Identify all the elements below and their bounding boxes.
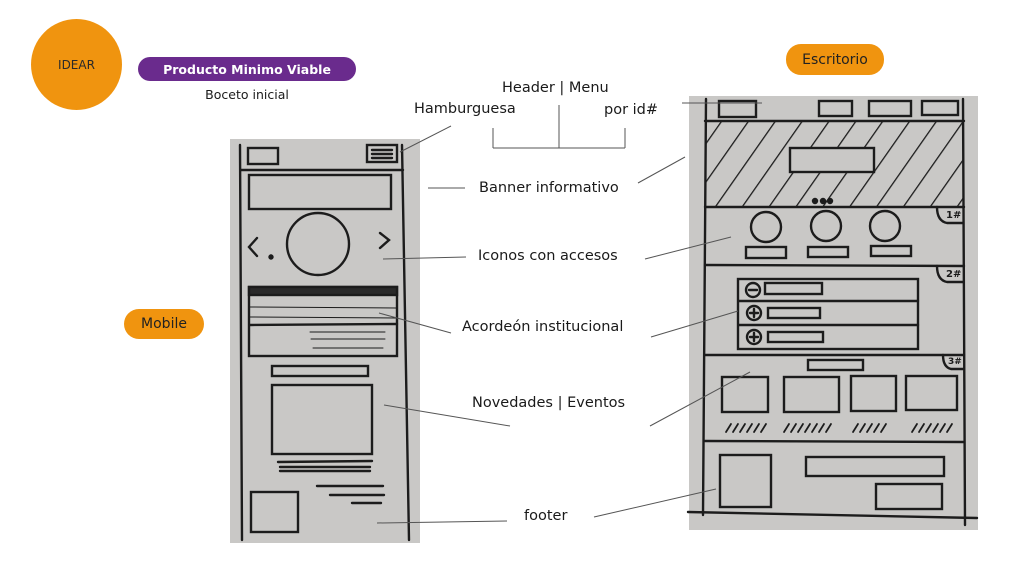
annotation-accordion: Acordeón institucional: [462, 319, 624, 335]
mobile-carousel-circle: [285, 211, 351, 277]
annotation-header-menu: Header | Menu: [502, 80, 609, 96]
section-tag-1: 1#: [946, 210, 962, 221]
mobile-logo-box: [246, 146, 280, 166]
section-tag-2: 2#: [946, 269, 962, 280]
desktop-wireframe: [686, 97, 979, 527]
annotation-connectors: [376, 102, 762, 524]
subtitle: Boceto inicial: [205, 87, 289, 102]
mobile-news-image-box: [270, 383, 374, 456]
title-badge: Producto Minimo Viable: [138, 57, 356, 81]
annotation-footer: footer: [524, 508, 568, 524]
desktop-logo-box: [717, 99, 758, 119]
title-badge-label: Producto Minimo Viable: [163, 61, 331, 77]
annotation-banner: Banner informativo: [479, 180, 619, 196]
mobile-view-label: Mobile: [124, 309, 204, 339]
annotation-news: Novedades | Eventos: [472, 395, 626, 411]
mobile-sketch-paper: [230, 139, 420, 543]
mobile-left-edge: [238, 143, 244, 542]
mobile-carousel-next: [378, 231, 391, 250]
annotation-hamburger: Hamburguesa: [414, 101, 516, 117]
desktop-left-edge: [701, 97, 708, 517]
mobile-carousel-prev: [247, 236, 259, 258]
mobile-view-label-text: Mobile: [141, 316, 187, 332]
stage-badge: IDEAR: [31, 19, 122, 110]
desktop-nav-item-1: [817, 99, 854, 118]
mobile-hamburger-box: [365, 143, 399, 164]
desktop-accordion-section: [736, 277, 920, 351]
annotation-by-id: por id#: [604, 102, 659, 118]
desktop-view-label: Escritorio: [786, 44, 884, 75]
mobile-right-edge: [400, 143, 411, 542]
desktop-right-edge: [961, 97, 967, 527]
desktop-icons-section: [744, 209, 913, 260]
mobile-banner-box: [247, 173, 393, 211]
mobile-footer-box: [249, 490, 300, 534]
desktop-nav-item-3: [920, 99, 960, 117]
section-tag-3: 3#: [948, 357, 962, 367]
mobile-wireframe: [238, 143, 411, 542]
mobile-accordion-box: [247, 285, 399, 358]
annotation-icons: Iconos con accesos: [478, 248, 618, 264]
desktop-news-section: [720, 358, 959, 433]
stage-label: IDEAR: [58, 57, 95, 72]
mobile-news-title-box: [270, 364, 370, 378]
desktop-footer-section: [718, 453, 946, 511]
desktop-nav-item-2: [867, 99, 913, 118]
mobile-accordion-header: [247, 285, 399, 297]
desktop-view-label-text: Escritorio: [802, 51, 868, 68]
desktop-banner-box: [788, 146, 876, 174]
